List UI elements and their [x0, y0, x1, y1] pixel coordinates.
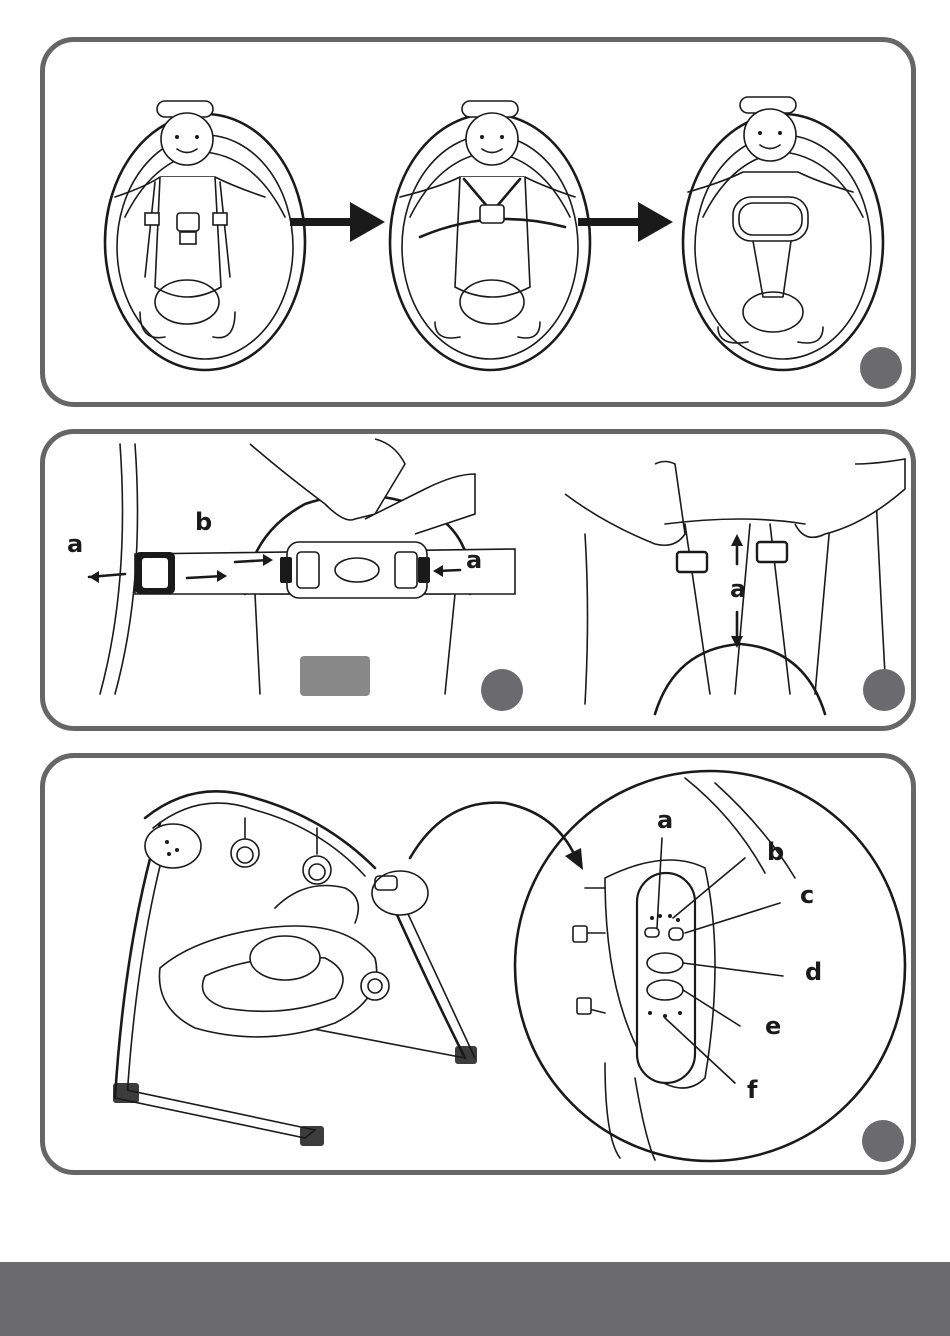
callout-f: f: [747, 1078, 757, 1102]
buckle-adjust-illustration: [45, 434, 911, 726]
arrow-down-icon: [731, 636, 743, 648]
seat-illustration-1: [105, 101, 305, 370]
curved-arrow-icon: [410, 803, 575, 858]
step-marker-dot: [862, 1120, 904, 1162]
label-b: b: [195, 510, 212, 534]
arrow-right-icon: [578, 202, 673, 242]
seat-illustration-3: [683, 97, 883, 370]
callout-e: e: [765, 1014, 781, 1038]
buckle-adjust-panel: a b a a: [40, 429, 916, 731]
arrow-up-icon: [731, 534, 743, 546]
harness-steps-panel: [40, 37, 916, 407]
step-marker-dot: [481, 669, 523, 711]
callout-b: b: [767, 840, 784, 864]
magnified-control-unit: [515, 771, 905, 1161]
buckle-illustration: [89, 439, 515, 696]
swing-illustration: [113, 791, 477, 1146]
harness-steps-illustration: [45, 42, 911, 402]
label-a-right: a: [466, 548, 482, 572]
callout-c: c: [800, 883, 814, 907]
footer-bar: [0, 1262, 950, 1336]
control-unit-panel: a b c d e f: [40, 753, 916, 1175]
label-a-shoulder: a: [730, 577, 746, 601]
callout-a: a: [657, 808, 673, 832]
control-unit-illustration: [45, 758, 911, 1170]
arrow-left-icon: [89, 571, 99, 583]
callout-d: d: [805, 960, 822, 984]
label-a-left: a: [67, 532, 83, 556]
seat-illustration-2: [390, 101, 590, 370]
step-marker-dot: [863, 669, 905, 711]
step-marker-dot: [860, 347, 902, 389]
